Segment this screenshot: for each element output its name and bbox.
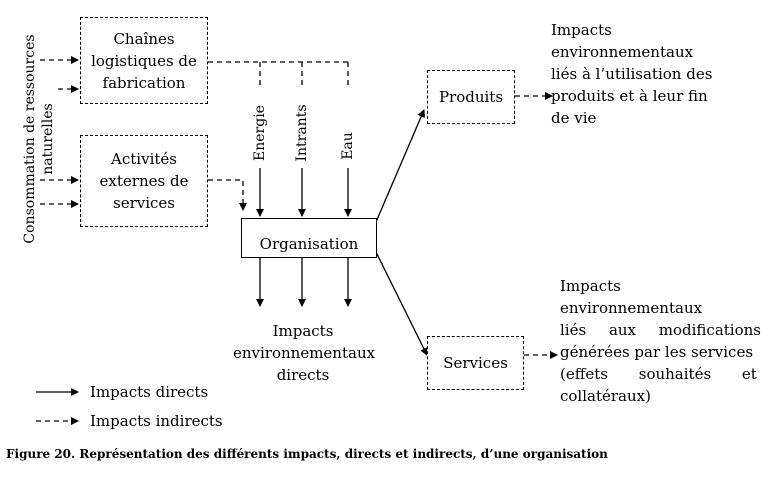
impacts-directs-line-1: Impacts [272,322,334,340]
impacts-produits-line-2: environnementaux [551,43,694,61]
box-produits: Produits [427,70,515,124]
resources-label-line-2: naturelles [40,103,56,175]
label-eau: Eau [340,132,356,160]
box-services: Services [427,336,524,390]
impacts-services-line-1: Impacts environnementaux [560,277,703,317]
chaines-line-2: logistiques de [91,51,197,70]
legend-direct-label: Impacts directs [90,383,209,401]
produits-label: Produits [438,88,504,106]
impacts-services-line-4: (effets souhaités et [560,365,757,383]
box-organisation: Organisation [241,218,377,258]
chaines-line-1: Chaînes [113,29,175,48]
resources-label: Consommation de ressources naturelles [21,19,57,259]
impacts-produits-line-5: de vie [551,109,597,127]
impacts-produits-line-1: Impacts [551,21,612,39]
impacts-produits-text: Impacts environnementaux liés à l’utilis… [551,19,727,129]
chaines-line-3: fabrication [102,73,186,92]
arrow-org-to-services [375,251,428,356]
impacts-services-line-3: générées par les services [560,343,754,361]
impacts-directs-line-2: environnementaux [233,344,376,362]
activites-line-2: externes de [99,172,189,190]
activites-line-1: Activités [111,150,177,168]
box-activites-externes: Activités externes de services [80,135,208,227]
label-energie: Energie [252,105,268,161]
impacts-directs-line-3: directs [276,366,330,384]
dashed-arrow-activites-to-org [208,179,247,211]
impacts-services-line-5: collatéraux) [560,387,651,405]
legend-indirect-label: Impacts indirects [90,412,223,430]
resources-label-line-1: Consommation de ressources [22,34,38,244]
arrow-org-to-produits [375,109,425,223]
impacts-produits-line-4: produits et à leur fin [551,87,708,105]
impacts-produits-line-3: liés à l’utilisation des [551,65,713,83]
organisation-label: Organisation [259,235,359,253]
impacts-services-line-2: liés aux modifications [560,321,761,339]
activites-line-3: services [113,194,175,212]
box-chaines-logistiques: Chaînes logistiques de fabrication [80,17,208,104]
label-intrants: Intrants [294,104,310,162]
figure-caption: Figure 20. Représentation des différents… [6,447,608,461]
impacts-directs-text: Impacts environnementaux directs [233,320,376,386]
services-label: Services [443,354,508,372]
impacts-services-text: Impacts environnementaux liés aux modifi… [560,275,764,407]
